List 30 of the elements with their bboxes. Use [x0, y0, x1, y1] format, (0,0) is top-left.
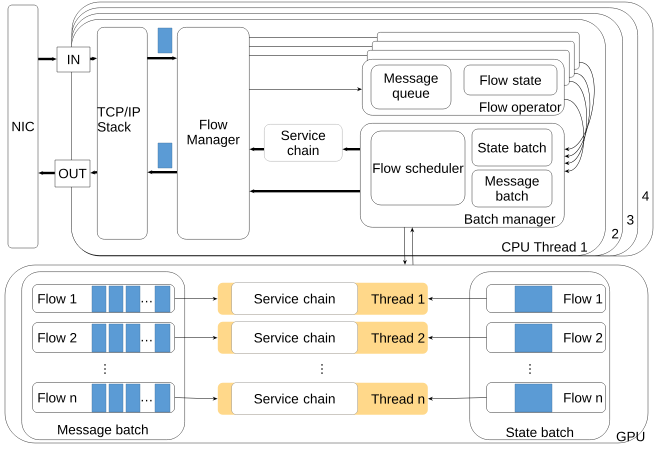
- ellipsis-mark: ⋮: [104, 364, 106, 374]
- queue-box: Message queue: [370, 64, 452, 110]
- service-chain-box: Service chain: [231, 282, 358, 315]
- arrow: [249, 88, 362, 91]
- batch-box: Message batch: [472, 170, 552, 208]
- arrow: [428, 297, 487, 300]
- arrow: [564, 72, 590, 158]
- service-chain-box: Service chain: [264, 124, 342, 162]
- arrow: [564, 62, 594, 151]
- arrow: [174, 297, 218, 300]
- ellipsis-mark: ⋮: [529, 364, 531, 374]
- arrow: [174, 397, 218, 400]
- arrow: [428, 336, 487, 340]
- arrow: [410, 228, 414, 266]
- state-box: Flow state: [464, 64, 558, 96]
- ellipsis-mark: ⋮: [321, 364, 323, 374]
- input-box: IN: [56, 46, 90, 72]
- manager-box: Flow Manager: [177, 27, 250, 240]
- arrow: [564, 98, 584, 173]
- arrow: [403, 227, 407, 264]
- arrow: [428, 397, 487, 400]
- batch-box: State batch: [472, 128, 552, 166]
- scheduler-box: Flow scheduler: [370, 130, 466, 206]
- arrow: [564, 80, 587, 165]
- stack-box: TCP/IP Stack: [97, 27, 148, 240]
- arrow: [174, 336, 218, 340]
- output-box: OUT: [54, 160, 90, 188]
- nic-box: NIC: [8, 4, 38, 248]
- service-chain-box: Service chain: [231, 382, 358, 415]
- service-chain-box: Service chain: [231, 321, 358, 354]
